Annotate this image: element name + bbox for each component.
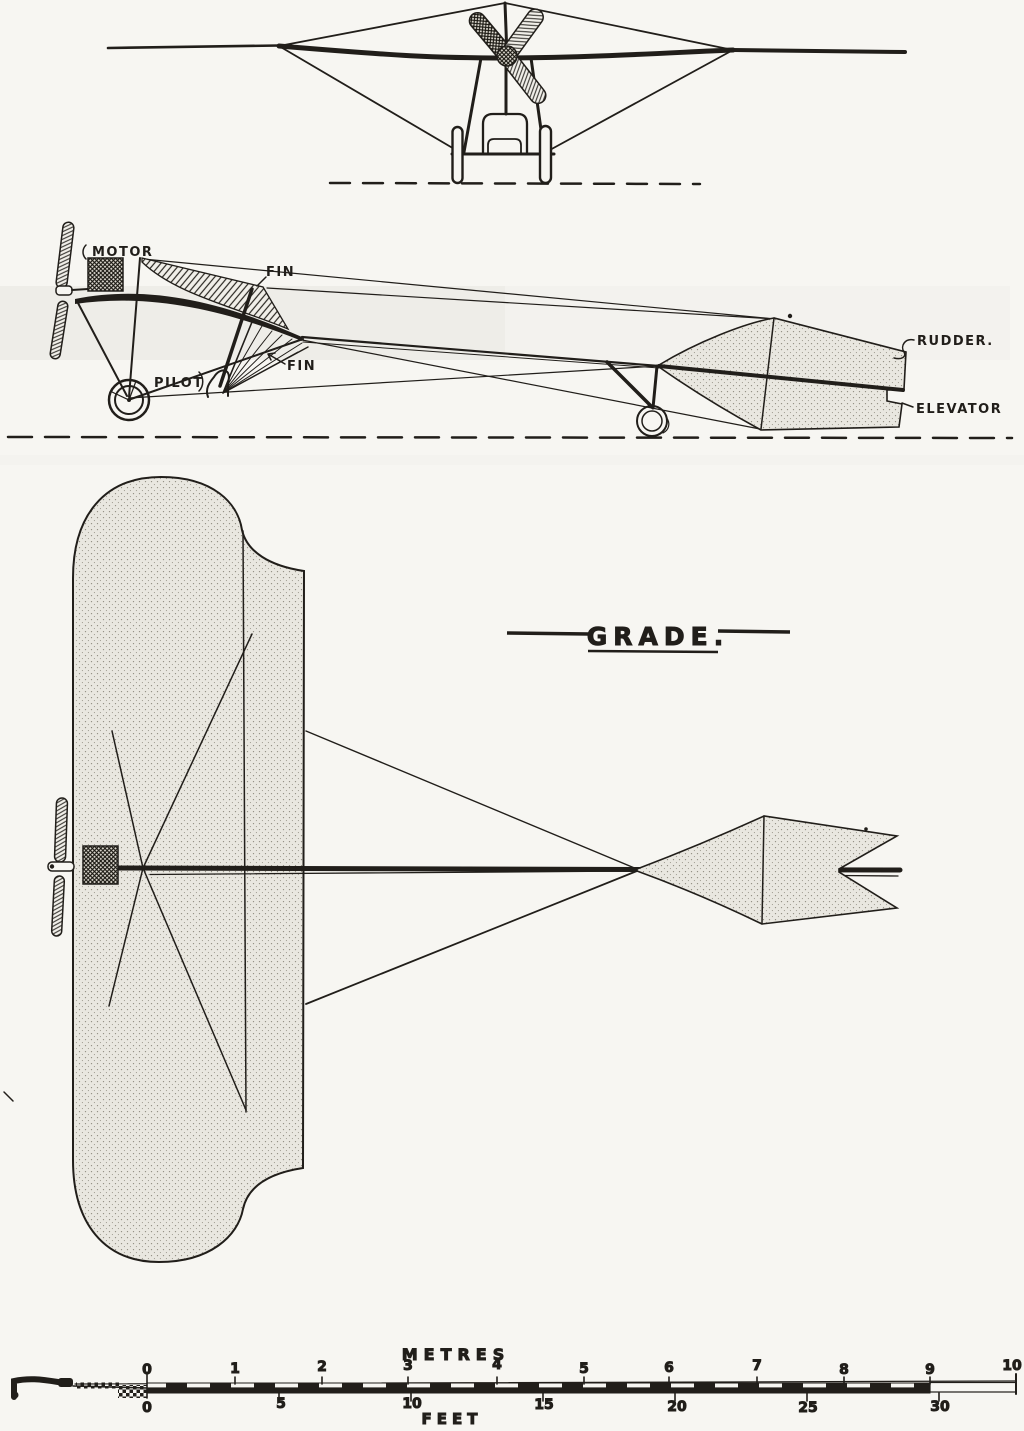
elevator-label: ELEVATOR [916, 402, 1002, 417]
propeller-hub-side [55, 285, 73, 296]
front-wing-left-tip [106, 44, 281, 50]
tailplane-plan [636, 815, 900, 925]
metre-0: 0 [142, 1362, 152, 1378]
tail-wires-plan [305, 730, 638, 1005]
tailplane-side [658, 317, 907, 431]
scale-bar-open-end [929, 1381, 1017, 1393]
scale-bar-left-end [11, 1376, 148, 1400]
rudder-leader [893, 338, 915, 360]
metre-1: 1 [230, 1361, 240, 1377]
title-block: GRADE. [506, 622, 791, 654]
tail-boom-side [300, 335, 661, 369]
feet-0: 0 [142, 1400, 152, 1416]
pilot-figure [205, 369, 230, 398]
front-ground-line [328, 181, 702, 186]
wing-airfoil-side [75, 293, 302, 341]
motor-side [87, 257, 124, 292]
drawing-title: GRADE. [587, 622, 729, 651]
fin-upper-label: FIN [266, 265, 295, 280]
tailplane-spar-side [760, 317, 775, 430]
feet-20: 20 [667, 1399, 687, 1415]
plan-view [3, 475, 903, 1264]
feet-30: 30 [930, 1399, 950, 1415]
tailplane-dot [787, 313, 793, 319]
metre-10: 10 [1002, 1358, 1022, 1374]
propeller-plan [47, 797, 75, 937]
motor-plan [82, 845, 119, 885]
title-dash-left [506, 631, 590, 636]
front-bracing-wires [278, 2, 734, 152]
pilot-leader [198, 371, 204, 392]
side-view [6, 221, 1014, 440]
metres-unit-label: METRES [402, 1345, 511, 1364]
front-right-wheel [538, 124, 553, 185]
metre-ticks [146, 1372, 931, 1399]
feet-25: 25 [798, 1400, 817, 1416]
stray-pen-mark [3, 1091, 14, 1102]
fin-upper-surface [141, 257, 290, 331]
scale-bar: METRES [11, 1345, 1023, 1429]
metre-9: 9 [925, 1362, 935, 1378]
pilot-seat-front [481, 112, 529, 156]
front-left-wheel [451, 125, 464, 185]
front-wheel-side [107, 378, 151, 422]
feet-15: 15 [534, 1397, 553, 1413]
feet-ticks [278, 1392, 940, 1402]
metre-numbers: 0 1 2 3 4 5 6 7 8 9 10 [142, 1357, 1023, 1379]
metre-7: 7 [752, 1358, 762, 1374]
feet-numbers: 0 5 10 15 20 25 30 [142, 1396, 951, 1417]
pilot-label: PILOT [154, 376, 204, 391]
propeller-front [468, 8, 547, 105]
side-view-labels: MOTOR FIN FIN PILOT RUDDER. ELEVATOR [92, 245, 1002, 417]
side-ground-line [6, 435, 1014, 440]
metre-6: 6 [664, 1360, 674, 1376]
fin-lower-label: FIN [287, 359, 316, 374]
title-underline [587, 649, 719, 654]
rudder-label: RUDDER. [917, 334, 994, 349]
tail-boom-through-tail [657, 364, 905, 392]
feet-unit-label: FEET [422, 1410, 483, 1428]
front-view [106, 1, 907, 186]
wing-bracing-plan [108, 633, 253, 1111]
label-leader-lines [82, 244, 915, 408]
feet-10: 10 [402, 1396, 422, 1412]
metre-3: 3 [403, 1358, 413, 1374]
metre-8: 8 [839, 1362, 849, 1378]
title-dash-right [717, 629, 791, 634]
feet-5: 5 [276, 1396, 286, 1412]
tail-skid-and-wheel [605, 360, 670, 437]
motor-label: MOTOR [92, 245, 153, 260]
fin-upper-leader [256, 276, 267, 287]
fin-lower-leader [267, 352, 286, 365]
motor-leader [82, 244, 87, 260]
propeller-hub-plan [47, 861, 75, 872]
front-landing-gear [450, 56, 556, 185]
metre-5: 5 [579, 1361, 589, 1377]
side-bracing-wires [128, 258, 776, 430]
propeller-side [49, 221, 89, 360]
tailplane-plan-dot [864, 827, 868, 831]
wing-rear-spar-plan [242, 530, 247, 1113]
propeller-hub-front [496, 45, 518, 67]
elevator-leader [901, 402, 914, 408]
metre-2: 2 [317, 1359, 327, 1375]
tailplane-spar-plan [761, 815, 765, 924]
front-wing-right-tip [731, 48, 907, 54]
metre-4: 4 [492, 1357, 502, 1373]
scale-bar-banded [146, 1382, 931, 1394]
